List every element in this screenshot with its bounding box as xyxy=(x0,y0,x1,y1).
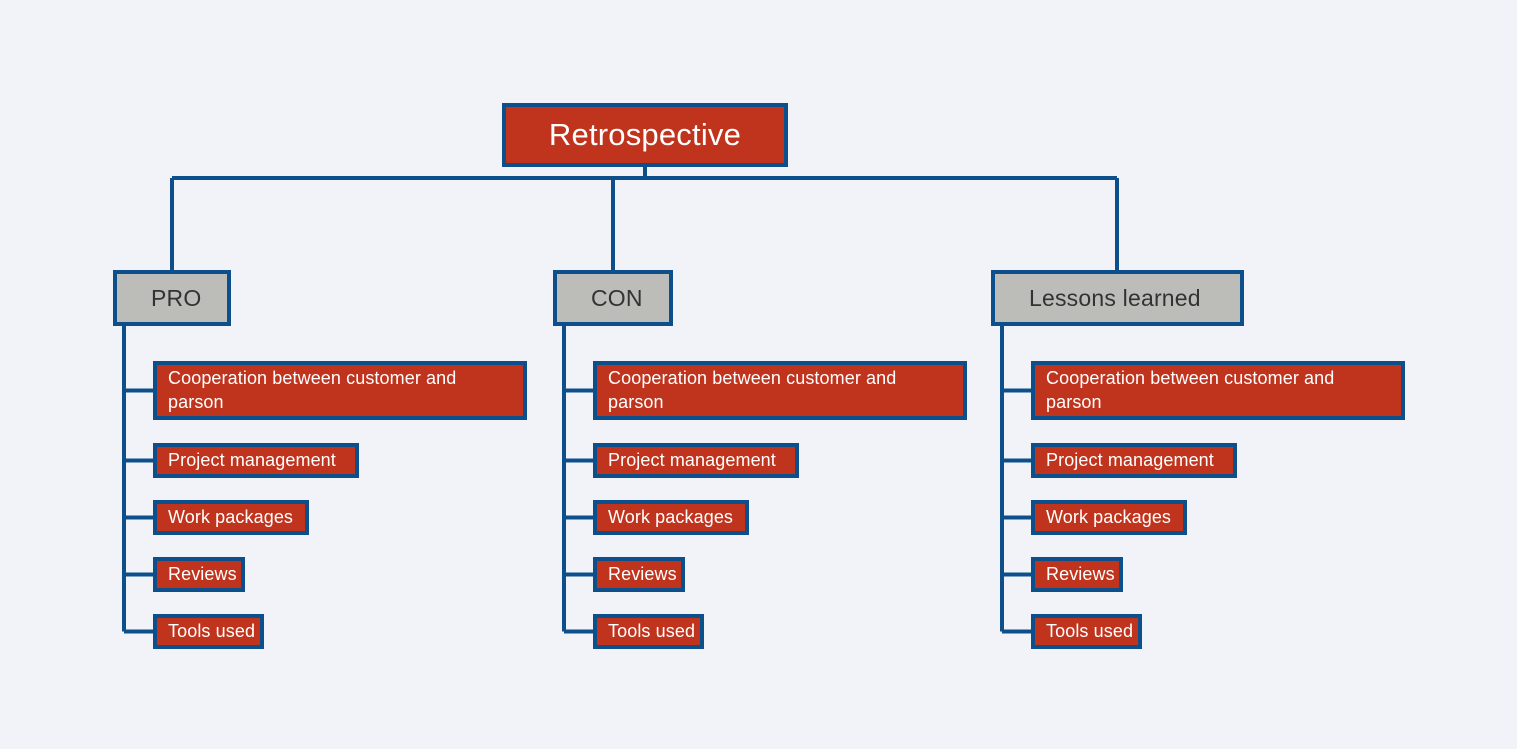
node-leaf-con-2[interactable]: Work packages xyxy=(593,500,749,535)
leaf-label-pro-4: Tools used xyxy=(168,620,256,641)
node-leaf-con-3[interactable]: Reviews xyxy=(593,557,685,592)
category-label-lessons-learned: Lessons learned xyxy=(1029,284,1201,311)
leaf-label-lessons-learned-2: Work packages xyxy=(1046,506,1172,527)
node-leaf-lessons-learned-2[interactable]: Work packages xyxy=(1031,500,1187,535)
node-category-pro[interactable]: PRO xyxy=(113,270,231,326)
node-leaf-con-4[interactable]: Tools used xyxy=(593,614,704,649)
leaf-label-pro-2: Work packages xyxy=(168,506,294,527)
leaf-label-pro-1: Project management xyxy=(168,449,336,470)
node-category-con[interactable]: CON xyxy=(553,270,673,326)
leaf-label-con-4: Tools used xyxy=(608,620,696,641)
node-leaf-lessons-learned-1[interactable]: Project management xyxy=(1031,443,1237,478)
category-label-con: CON xyxy=(591,284,643,311)
leaf-label-con-2: Work packages xyxy=(608,506,734,527)
leaf-label-con-0: Cooperation between customer and parson xyxy=(608,368,897,412)
node-leaf-pro-2[interactable]: Work packages xyxy=(153,500,309,535)
node-leaf-pro-1[interactable]: Project management xyxy=(153,443,359,478)
node-category-lessons-learned[interactable]: Lessons learned xyxy=(991,270,1244,326)
node-leaf-pro-0[interactable]: Cooperation between customer and parson xyxy=(153,361,527,420)
leaf-label-con-1: Project management xyxy=(608,449,776,470)
node-leaf-lessons-learned-0[interactable]: Cooperation between customer and parson xyxy=(1031,361,1405,420)
leaf-label-con-3: Reviews xyxy=(608,563,677,584)
leaf-label-pro-3: Reviews xyxy=(168,563,237,584)
node-leaf-lessons-learned-4[interactable]: Tools used xyxy=(1031,614,1142,649)
node-root-retrospective[interactable]: Retrospective xyxy=(502,103,788,167)
node-leaf-con-0[interactable]: Cooperation between customer and parson xyxy=(593,361,967,420)
node-leaf-pro-3[interactable]: Reviews xyxy=(153,557,245,592)
category-label-pro: PRO xyxy=(151,284,202,311)
leaf-label-lessons-learned-4: Tools used xyxy=(1046,620,1134,641)
node-leaf-pro-4[interactable]: Tools used xyxy=(153,614,264,649)
leaf-label-pro-0: Cooperation between customer and parson xyxy=(168,368,457,412)
root-node-label: Retrospective xyxy=(548,117,742,152)
node-leaf-con-1[interactable]: Project management xyxy=(593,443,799,478)
leaf-label-lessons-learned-3: Reviews xyxy=(1046,563,1115,584)
node-leaf-lessons-learned-3[interactable]: Reviews xyxy=(1031,557,1123,592)
leaf-label-lessons-learned-1: Project management xyxy=(1046,449,1214,470)
leaf-label-lessons-learned-0: Cooperation between customer and parson xyxy=(1046,368,1335,412)
